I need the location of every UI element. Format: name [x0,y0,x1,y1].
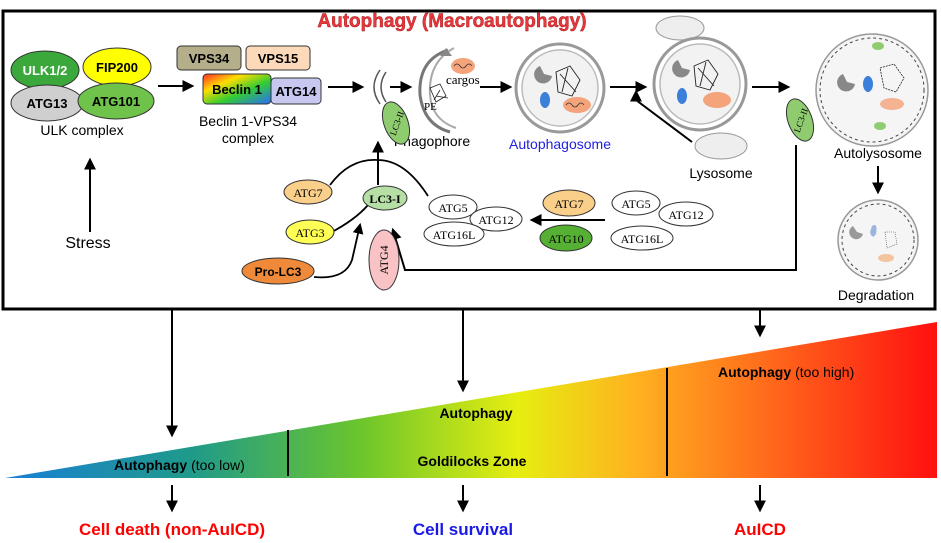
beclin1-label: Beclin 1 [212,82,262,97]
ulk-complex-label: ULK complex [40,122,123,138]
lysosome-node [694,132,748,160]
vps34-node [176,45,242,71]
vps15-label: VPS15 [258,51,298,66]
atg3-label: ATG3 [295,226,324,240]
atg10-label: ATG10 [548,232,583,246]
atg7-left-label: ATG7 [293,186,322,200]
beclin-complex: VPS34 VPS15 Beclin 1 ATG14 Beclin 1-VPS3… [176,45,322,146]
high-autophagy-label: Autophagy(too high) [718,364,854,380]
atg101-label: ATG101 [92,94,140,109]
autolysosome: Autolysosome [815,33,929,161]
autophagy-level-wedge [5,322,937,478]
fusion-vesicle [652,15,748,132]
outcome-auicd: AuICD [734,520,786,539]
atg7-right-node [542,189,596,217]
degradation: Degradation [837,199,919,303]
atg5-right-label: ATG5 [621,197,650,211]
atg10-node [539,224,593,252]
phagophore: cargos PE Phagophore [394,47,480,149]
atg16l-left-label: ATG16L [433,228,476,242]
lc3i-label: LC3-I [369,192,401,206]
atg12-right-node [658,201,714,227]
ulk12-label: ULK1/2 [23,63,68,78]
pro-lc3-label: Pro-LC3 [255,265,302,279]
atg12-left-label: ATG12 [478,213,513,227]
fip200-label: FIP200 [96,60,138,75]
beclin-complex-label-2: complex [222,130,274,146]
outcome-cell-death: Cell death (non-AuICD) [79,520,265,539]
atg16l-right-node [610,225,674,251]
atg7-left-node [283,179,333,205]
autolysosome-label: Autolysosome [834,145,922,161]
mid-autophagy-label: Autophagy [439,405,512,421]
atg5-right-node [611,190,661,216]
atg16l-right-label: ATG16L [621,232,664,246]
atg13-label: ATG13 [27,96,68,111]
atg16l-left-node [423,221,485,247]
degradation-label: Degradation [838,287,914,303]
low-autophagy-label: Autophagy(too low) [114,457,245,473]
pe-label: PE [424,101,437,113]
diagram-title: Autophagy (Macroautophagy) [317,11,586,32]
atg5-left-label: ATG5 [438,201,467,215]
stress-label: Stress [65,235,110,252]
outcome-cell-survival: Cell survival [413,520,513,539]
atg5-left-node [428,194,478,220]
phagophore-label: Phagophore [394,133,471,149]
vps15-node [245,45,311,71]
lysosome-label: Lysosome [689,165,753,181]
atg14-label: ATG14 [276,84,318,99]
autophagosome: Autophagosome [509,42,611,152]
vps34-label: VPS34 [189,51,230,66]
atg7-right-label: ATG7 [554,197,583,211]
lc3ii-phagophore-node [381,101,411,145]
ulk-complex: ULK1/2 FIP200 ATG13 ATG101 ULK complex [10,47,155,138]
atg4-label: ATG4 [377,245,391,274]
atg4-node [368,229,400,291]
atg12-left-node [469,206,523,232]
goldilocks-zone-label: Goldilocks Zone [418,453,527,469]
atg3-node [285,219,335,245]
lc3i-node [362,185,408,211]
beclin-complex-label-1: Beclin 1-VPS34 [199,113,297,129]
autophagosome-label: Autophagosome [509,136,611,152]
atg101-node [77,82,155,120]
atg14-node [270,77,322,105]
atg12-right-label: ATG12 [668,208,703,222]
pro-lc3-node [241,257,315,285]
cargos-label: cargos [446,72,480,87]
lc3ii-autolysosome-node [785,98,815,142]
